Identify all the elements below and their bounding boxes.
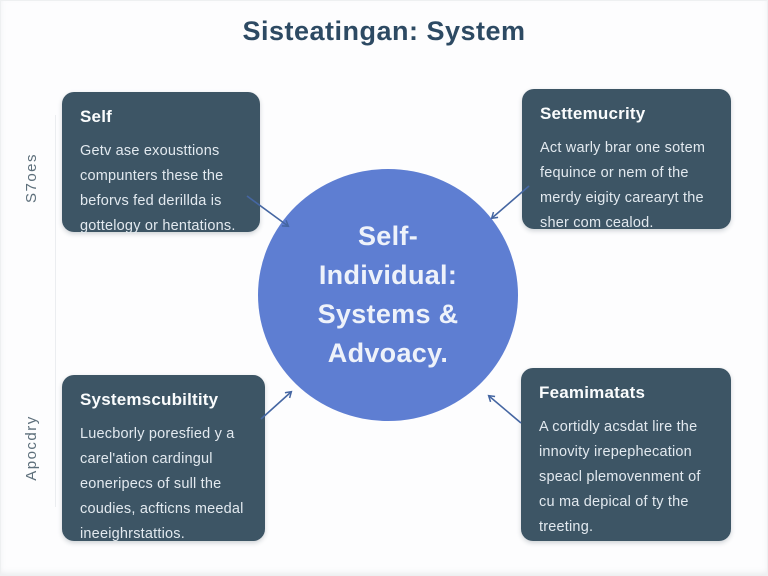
arrow-bottom-right-icon	[489, 396, 522, 424]
page-title: Sisteatingan: System	[242, 16, 526, 46]
side-label-top: S7oes	[23, 152, 40, 204]
center-circle: Self- Individual: Systems & Advoacy.	[258, 169, 518, 421]
box-settemucrity-title: Settemucrity	[540, 104, 646, 123]
side-label-bottom: Apocdry	[23, 415, 40, 481]
box-systemscubiltity-body: Luecborly poresfied y a carel'ation card…	[80, 426, 244, 542]
box-systemscubiltity: Systemscubiltity Luecborly poresfied y a…	[62, 375, 265, 542]
box-self: Self Getv ase exousttions compunters the…	[62, 92, 260, 234]
center-line-3: Systems &	[317, 299, 459, 329]
arrow-bottom-left-icon	[260, 392, 291, 420]
center-line-1: Self-	[357, 221, 418, 251]
left-seam-divider	[55, 115, 56, 507]
box-systemscubiltity-title: Systemscubiltity	[80, 390, 219, 409]
box-self-body: Getv ase exousttions compunters these th…	[80, 143, 236, 234]
center-line-4: Advoacy.	[327, 338, 449, 368]
box-settemucrity-body: Act warly brar one sotem fequince or nem…	[540, 140, 706, 231]
box-feamimatats-body: A cortidly acsdat lire the innovity irep…	[539, 419, 701, 535]
box-feamimatats: Feamimatats A cortidly acsdat lire the i…	[521, 368, 731, 541]
box-feamimatats-title: Feamimatats	[539, 383, 646, 402]
center-line-2: Individual:	[318, 260, 458, 290]
center-circle-text: Self- Individual: Systems & Advoacy.	[318, 217, 459, 373]
box-settemucrity: Settemucrity Act warly brar one sotem fe…	[522, 89, 731, 231]
box-self-title: Self	[80, 107, 112, 126]
